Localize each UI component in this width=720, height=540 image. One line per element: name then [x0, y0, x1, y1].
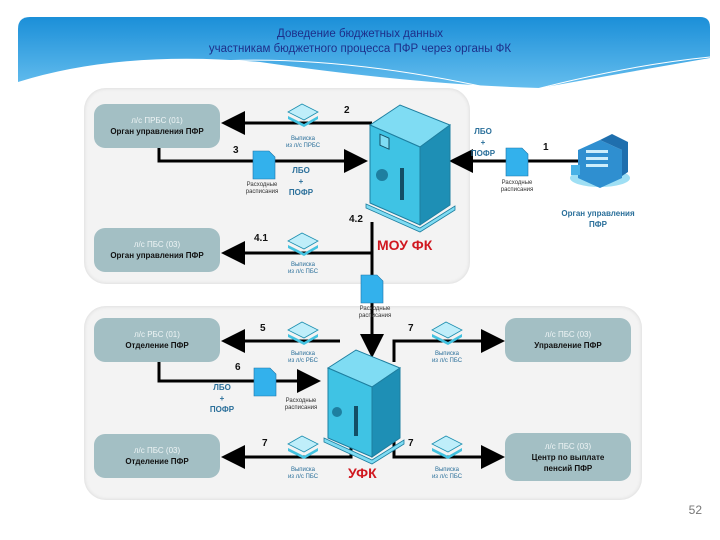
caption-line: расписания	[358, 313, 392, 319]
caption-vypiska-rbs: Выписка из л/с РБС	[278, 351, 328, 365]
mou-fk-label: МОУ ФК	[377, 237, 433, 253]
step-2-label: 2	[344, 105, 350, 116]
arrow-step-7-right-top	[392, 329, 505, 362]
caption-line: Выписка	[290, 136, 315, 142]
caption-line: из л/с ПРБС	[285, 143, 321, 149]
caption-line: Расходные	[285, 398, 317, 404]
pofr-text: ПОФР	[470, 149, 496, 158]
caption-line: Выписка	[434, 467, 459, 473]
caption-rasp-step-3: Расходные расписания	[240, 182, 284, 196]
node-account: л/с ПБС (03)	[133, 240, 181, 249]
pofr-text: ПОФР	[288, 188, 314, 197]
plus-text: +	[480, 138, 486, 147]
caption-vypiska-pbs-r2: Выписка из л/с ПБС	[422, 467, 472, 481]
caption-rasp-step-1: Расходные расписания	[492, 180, 542, 194]
node-account: л/с РБС (01)	[134, 330, 180, 339]
node-top-pbs: л/с ПБС (03) Орган управления ПФР	[94, 228, 220, 272]
node-account: л/с ПРБС (01)	[131, 116, 183, 125]
caption-line: расписания	[284, 405, 318, 411]
statement-stack-icon-step-2	[287, 103, 319, 127]
building-icon-mou-fk	[365, 104, 456, 233]
title-line-1: Доведение бюджетных данных	[277, 28, 443, 40]
caption-line: Выписка	[434, 351, 459, 357]
node-name: Отделение ПФР	[125, 341, 189, 350]
caption-line: Выписка	[290, 467, 315, 473]
step-3-label: 3	[233, 145, 239, 156]
document-icon-step-4-2	[360, 274, 384, 304]
node-bottom-pbs-otdelenie: л/с ПБС (03) Отделение ПФР	[94, 434, 220, 478]
pofr-text: ПОФР	[209, 405, 235, 414]
node-account: л/с ПБС (03)	[544, 330, 592, 339]
lbo-text: ЛБО	[292, 166, 310, 175]
node-account: л/с ПБС (03)	[133, 446, 181, 455]
step-6-label: 6	[235, 362, 241, 373]
lbo-pofr-step-6: ЛБО + ПОФР	[205, 382, 239, 415]
node-name: Управление ПФР	[534, 341, 602, 350]
caption-line: расписания	[500, 187, 534, 193]
statement-stack-icon-step-7-rb	[431, 435, 463, 459]
node-account: л/с ПБС (03)	[544, 441, 592, 451]
step-7-left-label: 7	[262, 438, 268, 449]
lbo-text: ЛБО	[213, 383, 231, 392]
document-icon-step-1	[505, 147, 529, 177]
caption-line: Расходные	[246, 182, 278, 188]
node-bottom-upravlenie: л/с ПБС (03) Управление ПФР	[505, 318, 631, 362]
node-name: Орган управления ПФР	[110, 127, 204, 136]
statement-stack-icon-step-7-rt	[431, 321, 463, 345]
statement-stack-icon-step-4-1	[287, 232, 319, 256]
caption-line: из л/с ПБС	[287, 269, 319, 275]
caption-line: расписания	[245, 189, 279, 195]
step-4-2-label: 4.2	[349, 214, 363, 225]
plus-text: +	[219, 394, 225, 403]
step-5-label: 5	[260, 323, 266, 334]
page-number: 52	[688, 503, 702, 517]
caption-line: из л/с ПБС	[431, 358, 463, 364]
plus-text: +	[298, 177, 304, 186]
step-7-right-top-label: 7	[408, 323, 414, 334]
arrow-step-7-right-bottom	[392, 440, 505, 469]
statement-stack-icon-step-5	[287, 321, 319, 345]
document-icon-step-3	[252, 150, 276, 180]
source-line-2: ПФР	[589, 220, 607, 229]
caption-vypiska-pbs-r1: Выписка из л/с ПБС	[422, 351, 472, 365]
statement-stack-icon-step-7-left	[287, 435, 319, 459]
node-name: Центр по выплате пенсий ПФР	[531, 452, 605, 473]
caption-line: Выписка	[290, 262, 315, 268]
caption-vypiska-prbs: Выписка из л/с ПРБС	[278, 136, 328, 150]
step-1-label: 1	[543, 142, 549, 153]
caption-vypiska-pbs-top: Выписка из л/с ПБС	[278, 262, 328, 276]
title-line-2: участникам бюджетного процесса ПФР через…	[208, 43, 512, 55]
caption-line: Расходные	[501, 180, 533, 186]
step-7-right-bottom-label: 7	[408, 438, 414, 449]
caption-line: Выписка	[290, 351, 315, 357]
office-building-icon	[570, 134, 630, 188]
building-icon-ufk	[323, 349, 405, 465]
node-bottom-centr: л/с ПБС (03) Центр по выплате пенсий ПФР	[505, 433, 631, 481]
node-name: Отделение ПФР	[125, 457, 189, 466]
arrow-step-3	[157, 148, 368, 173]
caption-rasp-step-4-2: Расходные расписания	[350, 306, 400, 320]
node-bottom-rbs: л/с РБС (01) Отделение ПФР	[94, 318, 220, 362]
ufk-label: УФК	[348, 465, 377, 481]
lbo-pofr-step-3: ЛБО + ПОФР	[284, 165, 318, 198]
document-icon-step-6	[253, 367, 277, 397]
caption-line: Расходные	[359, 306, 391, 312]
caption-vypiska-pbs-left: Выписка из л/с ПБС	[278, 467, 328, 481]
source-org-label: Орган управления ПФР	[548, 208, 648, 230]
lbo-text: ЛБО	[474, 127, 492, 136]
node-top-prbs: л/с ПРБС (01) Орган управления ПФР	[94, 104, 220, 148]
caption-rasp-step-6: Расходные расписания	[276, 398, 326, 412]
arrow-step-7-left	[221, 445, 353, 469]
node-name: Орган управления ПФР	[110, 251, 204, 260]
step-4-1-label: 4.1	[254, 233, 268, 244]
source-line-1: Орган управления	[561, 209, 635, 218]
caption-line: из л/с РБС	[288, 358, 318, 364]
lbo-pofr-step-1: ЛБО + ПОФР	[466, 126, 500, 159]
caption-line: из л/с ПБС	[431, 474, 463, 480]
caption-line: из л/с ПБС	[287, 474, 319, 480]
